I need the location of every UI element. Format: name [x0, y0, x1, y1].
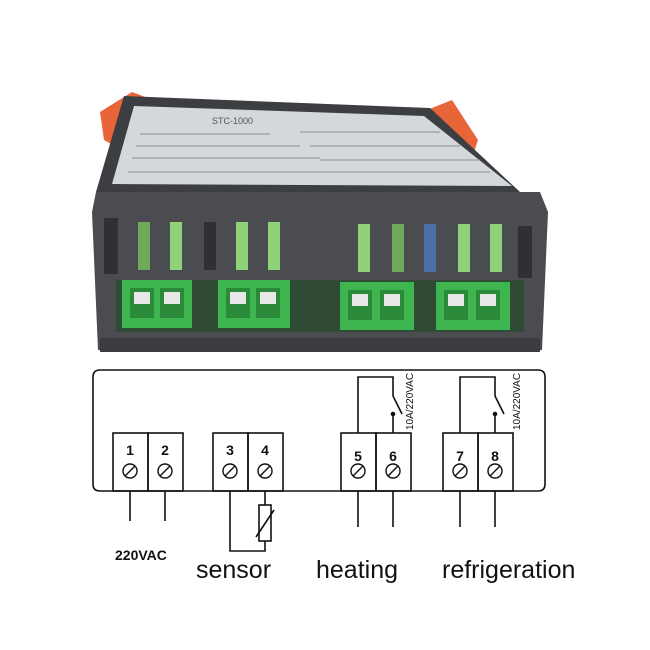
- lead-wires: [129, 491, 496, 527]
- heating-relay-contact: [357, 376, 403, 433]
- refrigeration-relay-contact: [459, 376, 505, 433]
- terminal-block-1-2: [122, 280, 192, 328]
- terminal-number: 4: [261, 442, 269, 458]
- heating-label: heating: [316, 556, 398, 584]
- screw-icon: [157, 463, 173, 479]
- terminal-block-3-4: [218, 280, 290, 328]
- sensor-label: sensor: [196, 556, 271, 584]
- screw-icon: [452, 463, 468, 479]
- screw-icon: [222, 463, 238, 479]
- refrigeration-relay-rating: 10A/220VAC: [512, 373, 523, 430]
- label-print: [128, 131, 490, 173]
- terminal-number: 1: [126, 442, 134, 458]
- terminal-number: 6: [389, 448, 397, 464]
- refrigeration-label: refrigeration: [442, 556, 575, 584]
- screw-icon: [122, 463, 138, 479]
- controller-outline: [92, 369, 546, 492]
- screw-icon: [257, 463, 273, 479]
- controller-photo: STC-1000: [92, 92, 548, 352]
- power-label: 220VAC: [115, 547, 167, 563]
- screw-icon: [385, 463, 401, 479]
- terminal-block-7-8: [436, 282, 510, 330]
- terminal-number: 3: [226, 442, 234, 458]
- heating-relay-rating: 10A/220VAC: [405, 373, 416, 430]
- terminal-number: 2: [161, 442, 169, 458]
- sensor-thermistor-icon: [229, 491, 275, 552]
- terminal-number: 5: [354, 448, 362, 464]
- terminal-number: 7: [456, 448, 464, 464]
- housing-lower-lip: [100, 338, 540, 352]
- screw-icons: [122, 463, 503, 479]
- screw-icon: [487, 463, 503, 479]
- terminal-block-5-6: [340, 282, 414, 330]
- vent-row: [104, 218, 532, 278]
- terminal-blocks-photo: [122, 280, 510, 330]
- terminal-numbers: 1 2 3 4 5 6 7 8: [126, 442, 499, 464]
- model-label: STC-1000: [212, 116, 253, 126]
- terminal-number: 8: [491, 448, 499, 464]
- wiring-schematic: [92, 369, 546, 552]
- screw-icon: [350, 463, 366, 479]
